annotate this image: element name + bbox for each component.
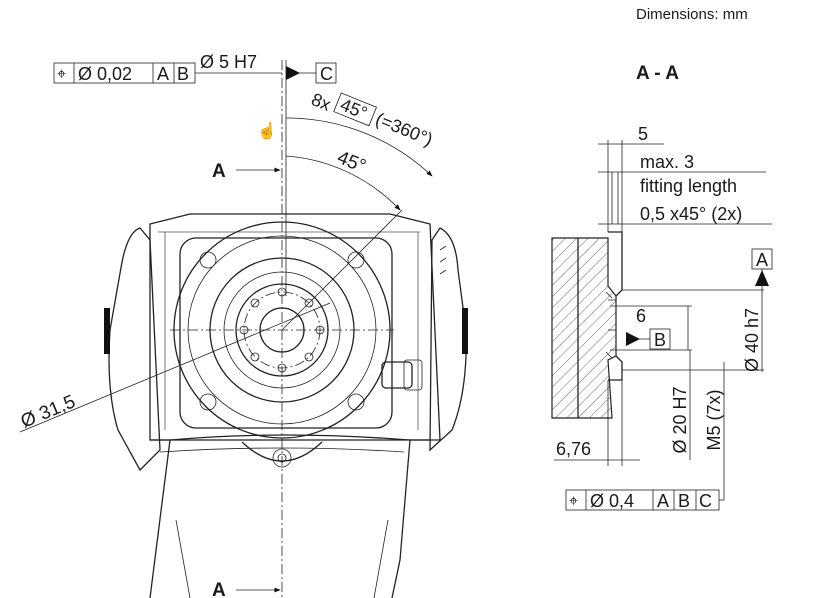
svg-text:B: B [177, 64, 189, 84]
hand-cursor-icon: ☝ [257, 121, 277, 140]
fitting-length: fitting length [640, 176, 737, 196]
section-view: A - A 5 max. 3 fitting length 0,5 x45° (… [551, 63, 773, 511]
housing-outline [108, 227, 161, 472]
section-tolerance-frame: ⌖ Ø 0,4 A B C [565, 489, 720, 511]
datum-b: B [654, 330, 666, 350]
position-tolerance-frame: ⌖ Ø 0,02 A B [53, 62, 196, 84]
section-marker-bottom: A [212, 580, 226, 598]
angle-label: 45° [334, 147, 369, 177]
cable-gland [381, 361, 413, 389]
hole-pattern-prefix: 8x [309, 89, 334, 115]
lower-skirt [149, 439, 430, 598]
max-3: max. 3 [640, 152, 694, 172]
side-slot [462, 308, 468, 354]
bolt-circle-dim: Ø 31,5 [18, 391, 79, 432]
front-view: Ø 31,5 8x 45° (=360°) 45° ⌖ Ø 0,02 A B Ø… [18, 52, 468, 598]
side-slot [104, 308, 110, 354]
pin-hole-dim: Ø 5 H7 [200, 52, 257, 72]
svg-text:A: A [657, 491, 669, 511]
corner-hole [347, 393, 365, 411]
angle-arc-inner [285, 155, 401, 211]
depth-dim: 6,76 [556, 439, 591, 459]
svg-text:C: C [699, 491, 712, 511]
hole-pattern-total: (=360°) [373, 109, 436, 150]
svg-text:Ø 0,02: Ø 0,02 [78, 64, 132, 84]
dim-6: 6 [636, 306, 646, 326]
position-symbol-icon: ⌖ [57, 66, 66, 83]
units-note: Dimensions: mm [636, 6, 748, 23]
svg-text:Ø 0,4: Ø 0,4 [590, 491, 634, 511]
datum-a: A [756, 250, 768, 270]
bolt-circle-leader [19, 302, 331, 433]
shaft-dim: Ø 40 h7 [742, 308, 762, 372]
thread-dim: M5 (7x) [704, 389, 724, 450]
hole-pattern-angle: 45° [337, 95, 370, 124]
svg-text:B: B [678, 491, 690, 511]
position-symbol-icon: ⌖ [569, 493, 578, 510]
corner-hole [199, 393, 217, 411]
dim-5: 5 [638, 124, 648, 144]
angle-arc-outer [285, 117, 433, 177]
section-hatch-body [551, 237, 617, 419]
chamfer-dim: 0,5 x45° (2x) [640, 204, 742, 224]
section-title: A - A [636, 63, 679, 84]
svg-text:A: A [157, 64, 169, 84]
section-marker-top: A [212, 161, 226, 182]
datum-c: C [320, 64, 333, 84]
bore-dim: Ø 20 H7 [670, 386, 690, 453]
